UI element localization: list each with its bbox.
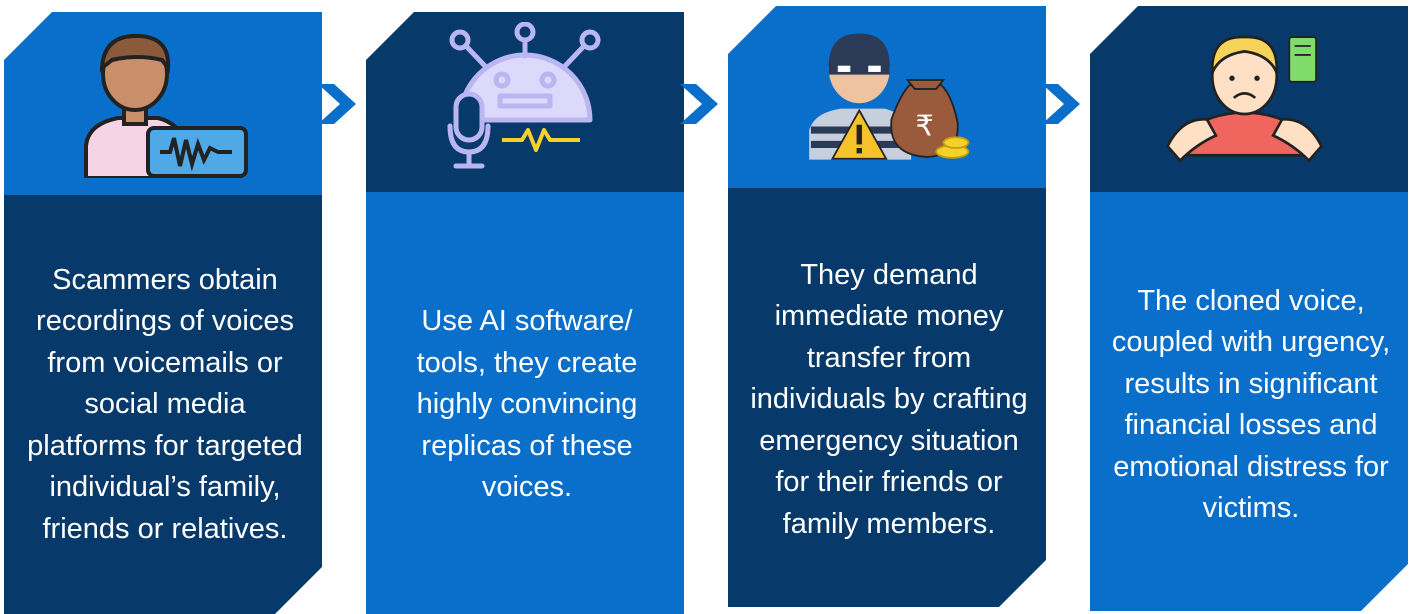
chevron-right-icon bbox=[318, 84, 356, 124]
step-2-body bbox=[366, 192, 684, 614]
ai-robot-microphone-icon bbox=[447, 22, 601, 169]
scammer-voice-recording-icon bbox=[84, 33, 248, 178]
step-4-body bbox=[1090, 192, 1408, 611]
step-2-text: Use AI software/ tools, they create high… bbox=[416, 305, 638, 504]
step-card-2: Use AI software/ tools, they create high… bbox=[366, 0, 684, 614]
step-1-text: Scammers obtain recordings of voices fro… bbox=[27, 263, 303, 545]
step-card-3: ₹ They demand immediate money transfer f… bbox=[728, 0, 1046, 614]
step-card-4: The cloned voice, coupled with urgency, … bbox=[1090, 0, 1408, 614]
sad-victim-receipt-icon bbox=[1165, 35, 1324, 163]
chevron-right-icon bbox=[1042, 84, 1080, 124]
step-3-body bbox=[728, 188, 1046, 607]
chevron-right-icon bbox=[680, 84, 718, 124]
step-4-text: The cloned voice, coupled with urgency, … bbox=[1111, 284, 1391, 525]
thief-money-bag-warning-icon: ₹ bbox=[809, 33, 970, 160]
step-card-1: Scammers obtain recordings of voices fro… bbox=[4, 0, 322, 614]
svg-text:₹: ₹ bbox=[915, 108, 933, 142]
step-1-body bbox=[4, 195, 322, 614]
step-3-text: They demand immediate money transfer fro… bbox=[750, 258, 1028, 540]
